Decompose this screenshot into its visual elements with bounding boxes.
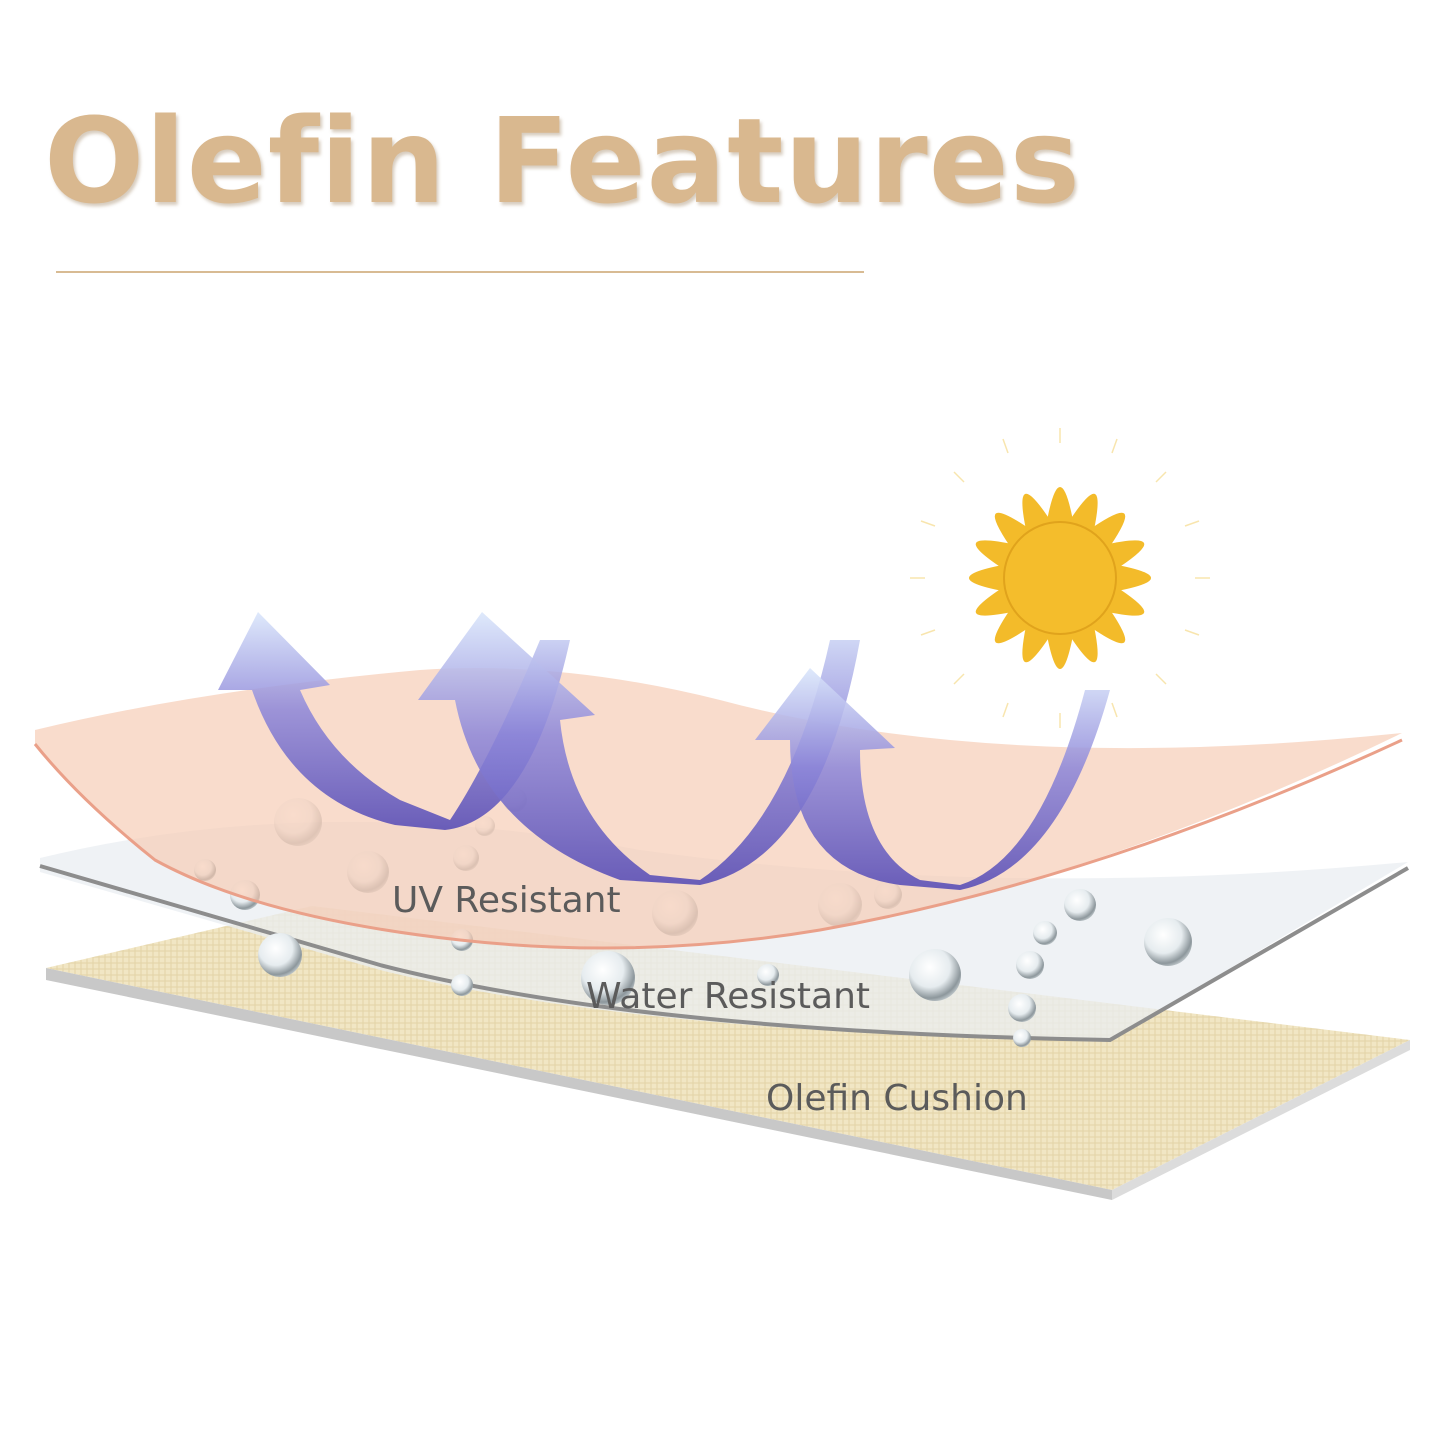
arrow-icon [218,612,570,830]
water-drop-icon [909,949,961,1001]
arrow-icon [755,668,1110,890]
label-water-resistant: Water Resistant [586,976,870,1017]
water-drop-icon [1013,1029,1031,1047]
water-drop-icon [1064,889,1096,921]
page-title: Olefin Features [44,92,1082,230]
water-drop-icon [451,974,473,996]
water-drop-icon [581,951,635,1005]
water-drop-icon [258,933,302,977]
label-olefin-cushion: Olefin Cushion [766,1078,1028,1119]
water-drop-icon [1033,921,1057,945]
sun-icon [910,428,1210,728]
cushion-layer [46,906,1410,1200]
reflection-arrows [218,612,1110,890]
water-drop-icon [1008,994,1036,1022]
title-divider [56,271,864,273]
water-drop-icon [757,964,779,986]
uv-layer [33,668,1403,950]
label-uv-resistant: UV Resistant [392,880,621,921]
arrow-icon [418,612,860,885]
water-drop-icon [1016,951,1044,979]
water-drop-icon [1144,918,1192,966]
